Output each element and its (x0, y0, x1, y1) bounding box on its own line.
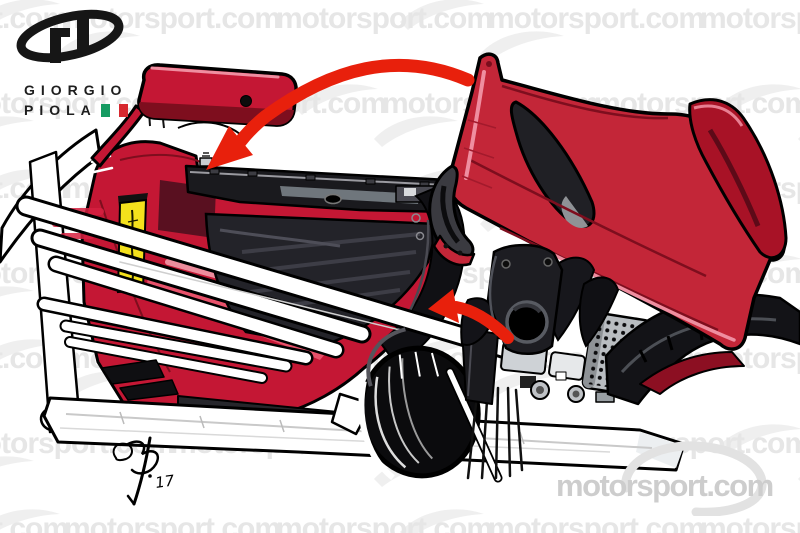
watermark-tile: motorsport.com (276, 0, 493, 62)
shell-curl (428, 164, 476, 267)
motorsport-logo: motorsport.com (552, 441, 800, 524)
watermark-swoosh-icon (0, 286, 34, 297)
giorgio-piola-logo-icon (16, 9, 124, 63)
watermark-swoosh-icon (400, 169, 484, 200)
watermark-swoosh-icon (0, 0, 60, 20)
watermark-swoosh-icon (400, 0, 484, 30)
watermark-text: motorsport.com (276, 512, 493, 533)
watermark-swoosh-icon (374, 116, 458, 147)
mounting-bracket (486, 243, 564, 355)
watermark-text: motorsport.com (488, 2, 705, 35)
watermark-text: motorsport.com (700, 512, 800, 533)
arrow-to-suspension-upright (428, 289, 514, 344)
watermark-swoosh-icon (480, 31, 564, 62)
brand-first-name: GIORGIO (24, 82, 128, 98)
watermark-text: motorsport.com (0, 512, 69, 533)
suspension-tubes (15, 195, 547, 384)
watermark-text: motorsport.com (64, 512, 281, 533)
motorsport-swoosh-icon (621, 441, 767, 516)
brand-last-name: PIOLA (24, 102, 97, 118)
watermark-swoosh-icon (400, 509, 484, 533)
watermark-tile: motorsport.com (700, 512, 800, 533)
watermark-tile: motorsport.com (0, 509, 69, 533)
watermark-tile: motorsport.com (700, 2, 800, 62)
watermark-swoosh-icon (0, 456, 34, 467)
giorgio-piola-brand: GIORGIO PIOLA (16, 8, 166, 120)
watermark-swoosh-icon (0, 509, 60, 530)
watermark-text: motorsport.com (700, 2, 800, 35)
watermark-swoosh-icon (0, 116, 34, 127)
pushrod-links (445, 367, 524, 483)
motorsport-logo-text: motorsport.com (556, 468, 774, 503)
watermark-tile: motorsport.com (488, 512, 705, 533)
italian-flag-icon (100, 104, 128, 117)
watermark-text: motorsport.com (276, 2, 493, 35)
sidepod-lip (604, 293, 800, 406)
watermark-text: motorsport.com (488, 512, 705, 533)
watermark-tile: motorsport.com (276, 509, 493, 533)
sidepod-shell (428, 52, 788, 351)
watermark-swoosh-icon (480, 371, 564, 402)
signature-year: 17 (154, 471, 176, 492)
watermark-tile: motorsport.com (64, 512, 281, 533)
artist-signature: 17 (112, 436, 176, 506)
annotation-arrows (206, 58, 514, 344)
watermark-tile: motorsport.com (480, 2, 705, 62)
arrow-to-chassis-mount (206, 58, 475, 170)
